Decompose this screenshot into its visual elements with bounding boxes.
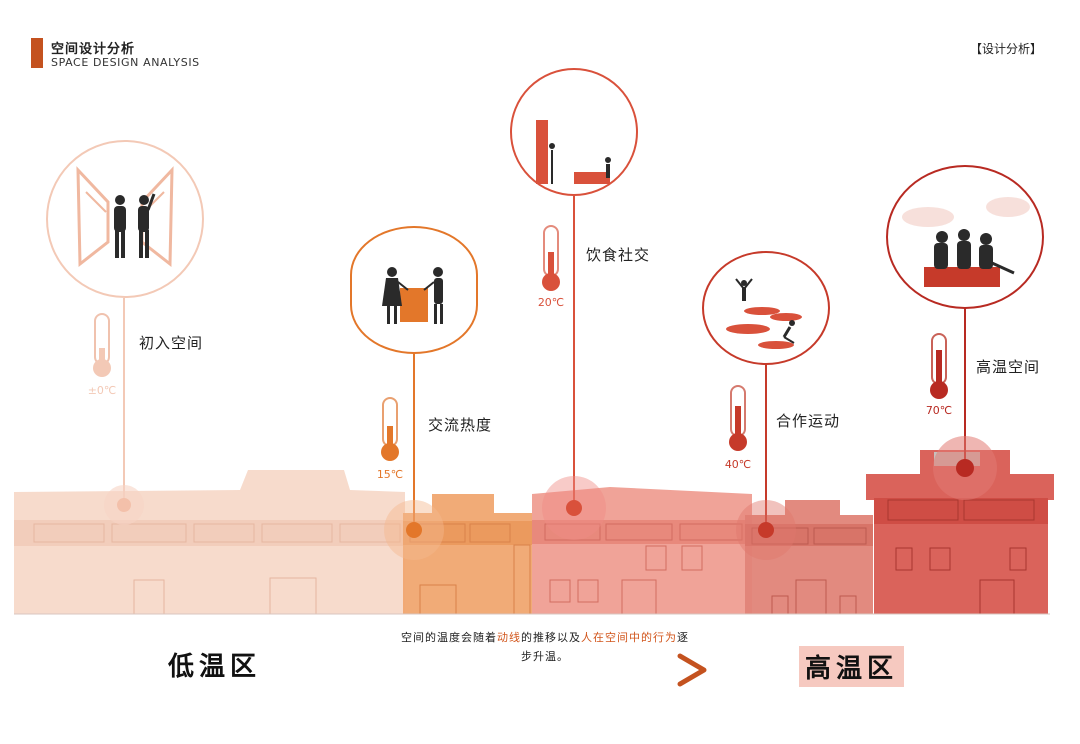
station-5-illustration	[886, 165, 1044, 309]
low-temp-zone-label: 低温区	[168, 652, 262, 682]
people-entrance-icon	[76, 166, 174, 268]
section-tag: 【设计分析】	[969, 42, 1042, 56]
group-seating-icon	[902, 197, 1030, 287]
station-1-illustration	[46, 140, 204, 298]
thermometer-1-icon	[93, 313, 111, 377]
station-3-temp: 20℃	[537, 296, 565, 309]
high-temp-zone-label: 高温区	[799, 646, 905, 687]
thermometer-5-icon	[930, 333, 948, 399]
station-1-temp: ±0℃	[87, 384, 117, 397]
page-subtitle: SPACE DESIGN ANALYSIS	[51, 56, 200, 69]
station-3-label: 饮食社交	[586, 246, 651, 264]
people-exchange-icon	[382, 267, 443, 324]
direction-arrow-icon	[381, 653, 707, 687]
station-1-label: 初入空间	[139, 334, 204, 352]
station-2-label: 交流热度	[428, 416, 493, 434]
page-title: 空间设计分析	[51, 42, 136, 57]
caption-text: 空间的温度会随着动线的推移以及人在空间中的行为逐步升温。	[401, 631, 689, 663]
station-4-illustration	[702, 251, 830, 365]
station-2-illustration	[350, 226, 478, 354]
station-2-temp: 15℃	[376, 468, 404, 481]
station-4-temp: 40℃	[724, 458, 752, 471]
station-5-label: 高温空间	[976, 358, 1041, 376]
thermometer-3-icon	[542, 225, 560, 291]
thermometer-2-icon	[381, 397, 399, 461]
building-3	[532, 487, 752, 614]
dining-table-icon	[536, 120, 611, 184]
building-5	[866, 450, 1054, 614]
header-accent-bar	[31, 38, 43, 68]
station-4-label: 合作运动	[776, 412, 841, 430]
sports-activity-icon	[726, 278, 802, 349]
station-5-temp: 70℃	[925, 404, 953, 417]
thermometer-4-icon	[729, 385, 747, 451]
station-3-illustration	[510, 68, 638, 196]
